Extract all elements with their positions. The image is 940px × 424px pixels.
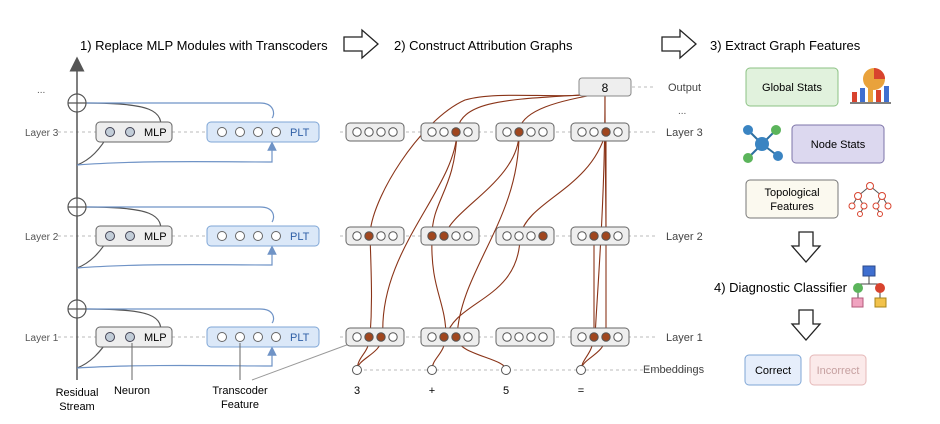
output-label: Output [668,82,701,94]
token: + [429,385,435,397]
sum-node [67,299,87,319]
panel-graph-features: Global Stats Node Stats Topological Fea [743,67,892,263]
ellipsis: ... [37,85,45,96]
correct-box [744,354,802,386]
feature-to-graph-pointer [251,342,353,381]
network-icon [743,125,783,163]
token: 5 [503,385,509,397]
plt-label: PLT [290,127,310,139]
output-value: 8 [602,81,609,95]
layer-label-2: Layer 2 [666,231,703,243]
token: = [578,385,584,397]
arrow-right-icon [661,28,697,60]
node-group [420,226,480,246]
neuron-label: Neuron [114,385,150,397]
mlp-label: MLP [144,127,167,139]
arrow-down-icon [790,309,822,341]
transcoder-feature-label: Transcoder [212,385,268,397]
incorrect-label: Incorrect [817,365,860,377]
step2-title: 2) Construct Attribution Graphs [394,38,573,53]
node-group [570,327,630,347]
node-group [420,122,480,142]
node-group [570,226,630,246]
layer-label-3: Layer 3 [666,127,703,139]
plt-module-layer-3: PLT [206,121,320,143]
sum-node [67,93,87,113]
plt-label: PLT [290,231,310,243]
node-group [495,122,555,142]
mlp-module-layer-2: MLP [95,225,173,247]
plt-module-layer-2: PLT [206,225,320,247]
topological-features-label: Topological [764,187,819,199]
residual-stream-label: Residual [56,387,99,399]
layer-label-1: Layer 1 [666,332,703,344]
chart-icon [850,68,891,104]
plt-label: PLT [290,332,310,344]
panel-attribution-graph: 8 Output ... Layer 3 Layer 2 Layer 1 Emb… [340,77,705,397]
residual-stream-label: Stream [59,401,94,413]
step3-title: 3) Extract Graph Features [710,38,861,53]
global-stats-label: Global Stats [762,82,822,94]
flowchart-icon [851,265,887,308]
node-group [345,327,405,347]
correct-label: Correct [755,365,791,377]
node-group [345,122,405,142]
layer-label-1: Layer 1 [25,333,59,344]
layer-label-3: Layer 3 [25,128,59,139]
panel-transcoder-replacement: ... Layer 3 Layer 2 Layer 1 [25,56,353,413]
topological-features-label: Features [770,201,814,213]
sum-node [67,197,87,217]
embeddings-label: Embeddings [643,364,705,376]
node-group [570,122,630,142]
transcoder-feature-label: Feature [221,399,259,411]
embedding-node [501,365,511,375]
embedding-node [576,365,586,375]
output-box [578,77,632,97]
topological-features-box [745,179,839,219]
mlp-module-layer-3: MLP [95,121,173,143]
panel-diagnostic-classifier: 4) Diagnostic Classifier Correct Incorre… [714,265,887,386]
incorrect-box [809,354,867,386]
ellipsis: ... [678,106,686,117]
step1-title: 1) Replace MLP Modules with Transcoders [80,38,328,53]
mlp-module-layer-1: MLP [95,326,173,348]
arrow-right-icon [343,28,379,60]
node-group [345,226,405,246]
node-group [420,327,480,347]
embedding-node [427,365,437,375]
tree-icon [848,182,892,217]
embedding-node [352,365,362,375]
token: 3 [354,385,360,397]
node-group [495,327,555,347]
mlp-label: MLP [144,231,167,243]
step4-title: 4) Diagnostic Classifier [714,280,848,295]
node-stats-label: Node Stats [811,139,866,151]
layer-label-2: Layer 2 [25,232,59,243]
plt-module-layer-1: PLT [206,326,320,348]
arrow-down-icon [790,231,822,263]
global-stats-box [745,67,839,107]
node-stats-box [791,124,885,164]
node-group [495,226,555,246]
mlp-label: MLP [144,332,167,344]
